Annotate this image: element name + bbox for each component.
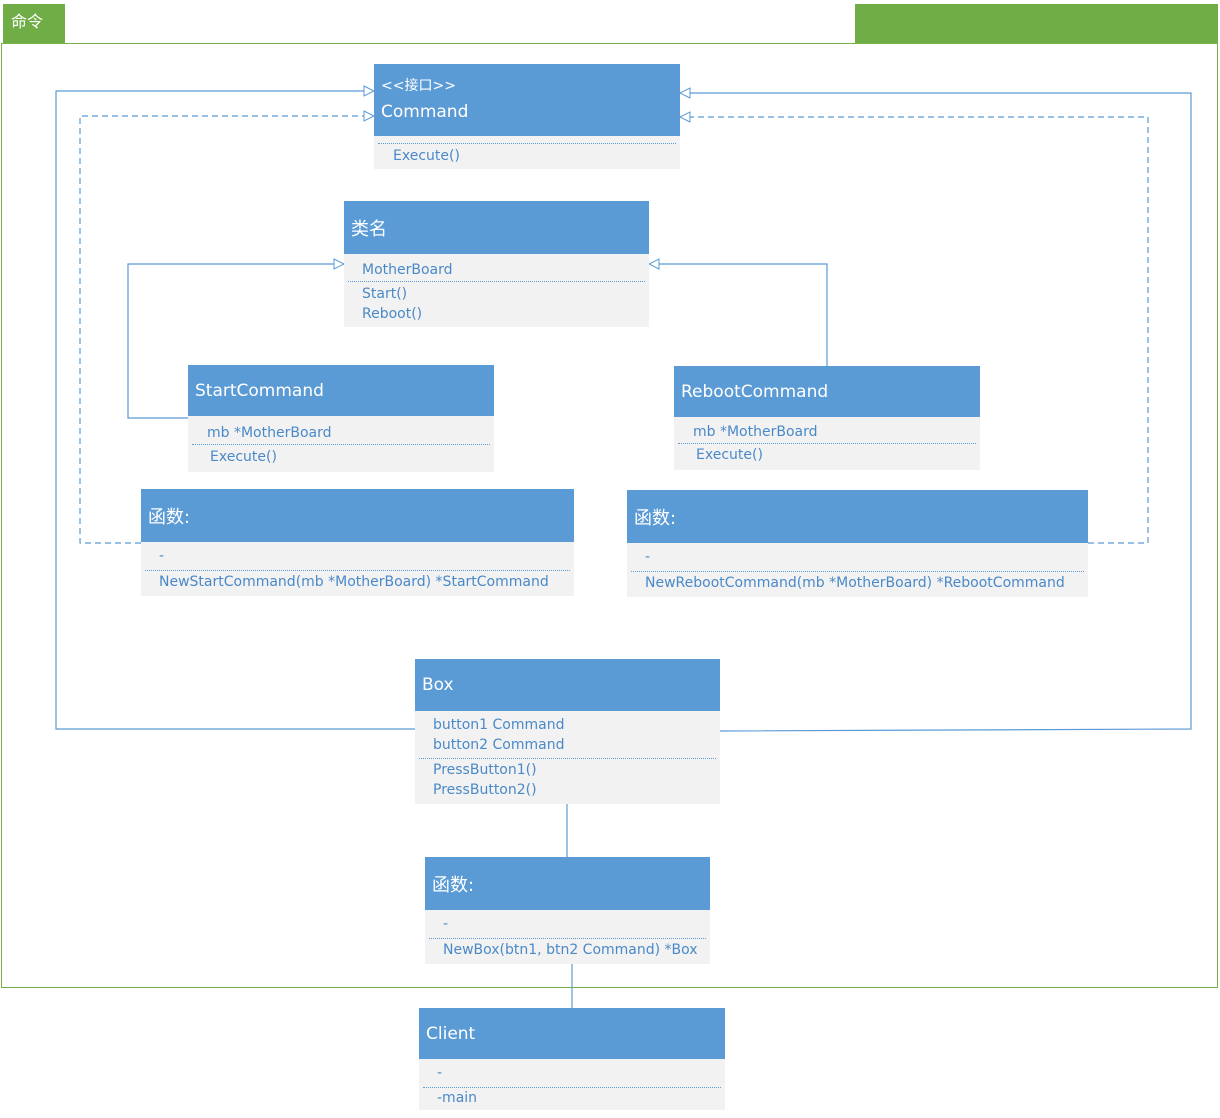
class-client[interactable]: Client - -main xyxy=(419,1008,725,1110)
frame-title: 命令 xyxy=(3,4,65,43)
client-name: Client xyxy=(426,1023,476,1044)
start-command-attribute: mb *MotherBoard xyxy=(207,425,332,441)
start-command-method: Execute() xyxy=(210,449,277,465)
assoc-box-command-left xyxy=(55,91,415,730)
class-fn-box[interactable]: 函数: - NewBox(btn1, btn2 Command) *Box xyxy=(425,857,710,964)
assoc-box-command-right xyxy=(680,93,1192,732)
class-start-command[interactable]: StartCommand mb *MotherBoard Execute() xyxy=(188,365,494,472)
fn-reboot-name: 函数: xyxy=(634,507,677,529)
reboot-command-attribute: mb *MotherBoard xyxy=(693,424,818,440)
frame-header-bar xyxy=(855,4,1218,43)
client-attribute: - xyxy=(437,1065,443,1081)
fn-start-attribute: - xyxy=(159,548,165,564)
class-box[interactable]: Box button1 Command button2 Command Pres… xyxy=(415,659,720,804)
reboot-command-method: Execute() xyxy=(696,447,763,463)
fn-reboot-attribute: - xyxy=(645,549,651,565)
client-method: -main xyxy=(437,1090,478,1106)
package-frame xyxy=(1,43,1218,988)
assoc-start-motherboard xyxy=(127,264,344,419)
fn-box-name: 函数: xyxy=(432,874,475,896)
reboot-command-name: RebootCommand xyxy=(681,381,829,402)
motherboard-method: Reboot() xyxy=(362,306,423,322)
motherboard-method: Start() xyxy=(362,286,408,302)
box-name: Box xyxy=(422,675,454,695)
command-stereotype: <<接口>> xyxy=(381,77,456,94)
box-method: PressButton2() xyxy=(433,782,537,798)
start-command-name: StartCommand xyxy=(195,380,324,401)
motherboard-attribute: MotherBoard xyxy=(362,262,453,278)
class-motherboard[interactable]: 类名 MotherBoard Start() Reboot() xyxy=(344,201,649,327)
box-method: PressButton1() xyxy=(433,762,537,778)
class-fn-reboot[interactable]: 函数: - NewRebootCommand(mb *MotherBoard) … xyxy=(627,490,1088,597)
fn-reboot-method: NewRebootCommand(mb *MotherBoard) *Reboo… xyxy=(645,575,1065,591)
class-fn-start[interactable]: 函数: - NewStartCommand(mb *MotherBoard) *… xyxy=(141,489,574,596)
fn-box-method: NewBox(btn1, btn2 Command) *Box xyxy=(443,942,698,958)
assoc-reboot-motherboard xyxy=(649,264,828,366)
class-command[interactable]: <<接口>> Command Execute() xyxy=(374,64,680,169)
fn-start-name: 函数: xyxy=(148,506,191,528)
box-attribute: button2 Command xyxy=(433,737,565,753)
box-attribute: button1 Command xyxy=(433,717,565,733)
motherboard-name: 类名 xyxy=(351,218,387,240)
fn-box-attribute: - xyxy=(443,916,449,932)
class-reboot-command[interactable]: RebootCommand mb *MotherBoard Execute() xyxy=(674,366,980,470)
fn-start-method: NewStartCommand(mb *MotherBoard) *StartC… xyxy=(159,574,549,590)
realize-fnstart-command xyxy=(79,116,374,544)
command-name: Command xyxy=(381,101,469,122)
realize-fnreboot-command xyxy=(680,117,1149,544)
command-method: Execute() xyxy=(393,148,460,164)
